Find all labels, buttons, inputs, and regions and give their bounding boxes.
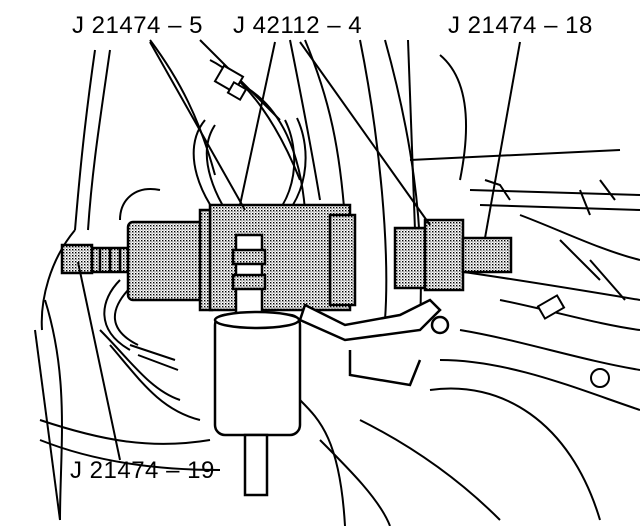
engine-bay-lines xyxy=(34,39,640,526)
tool-j21474-5 xyxy=(126,208,214,312)
tool-j21474-19 xyxy=(60,243,132,275)
callout-j21474-18: J 21474 – 18 xyxy=(448,12,593,39)
gauge-port-fitting xyxy=(231,233,267,317)
mounting-bracket xyxy=(298,298,450,387)
callout-j21474-19: J 21474 – 19 xyxy=(70,457,215,484)
callout-j21474-5: J 21474 – 5 xyxy=(72,12,203,39)
tool-j21474-18 xyxy=(393,218,513,292)
callout-j42112-4: J 42112 – 4 xyxy=(233,12,363,39)
leader-lines xyxy=(77,41,521,461)
fuel-filter-canister xyxy=(213,310,302,497)
right-fittings xyxy=(484,179,610,388)
upper-fitting xyxy=(213,64,248,102)
